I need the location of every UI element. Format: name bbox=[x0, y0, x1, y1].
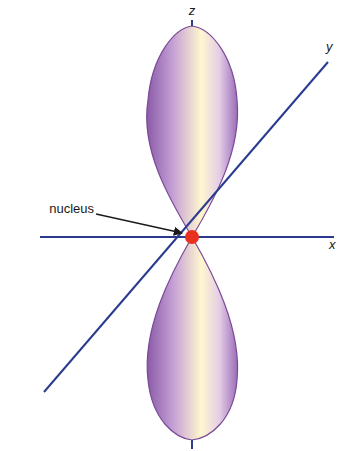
y-axis bbox=[44, 62, 328, 392]
lower-lobe bbox=[147, 237, 237, 440]
axis-label: y bbox=[326, 40, 333, 53]
upper-lobe bbox=[147, 26, 238, 237]
callout-label: nucleus bbox=[49, 202, 94, 215]
nucleus-dot bbox=[185, 230, 199, 244]
leader-arrow bbox=[96, 214, 182, 233]
axis-label: z bbox=[189, 4, 196, 17]
axis-label: x bbox=[329, 238, 336, 251]
